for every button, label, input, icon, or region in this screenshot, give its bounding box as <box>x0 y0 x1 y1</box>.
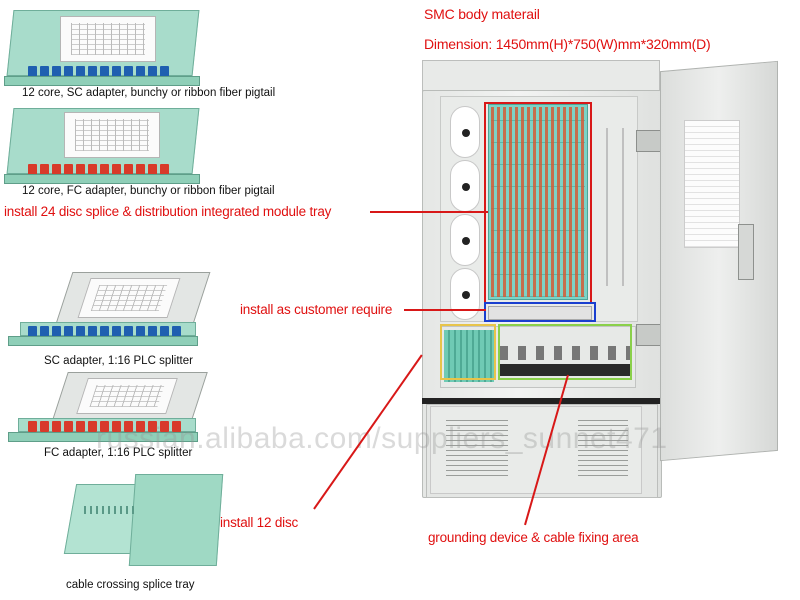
module-tray-callout: install 24 disc splice & distribution in… <box>4 204 332 219</box>
sc-pigtail-caption: 12 core, SC adapter, bunchy or ribbon fi… <box>22 87 276 99</box>
grounding-callout: grounding device & cable fixing area <box>428 530 639 545</box>
twelve-disc-highlight <box>440 324 496 380</box>
customer-callout: install as customer require <box>240 302 393 317</box>
sc-pigtail-tray-image <box>4 6 204 92</box>
module-tray-highlight <box>484 102 592 304</box>
customer-leader-line <box>404 309 486 311</box>
crossing-tray-image <box>62 470 224 578</box>
sc-splitter-caption: SC adapter, 1:16 PLC splitter <box>44 355 193 367</box>
fc-pigtail-tray-image <box>4 104 204 190</box>
grounding-area-highlight <box>498 324 632 380</box>
dimension-label: Dimension: 1450mm(H)*750(W)mm*320mm(D) <box>424 36 711 52</box>
module-tray-stack <box>488 104 588 300</box>
fc-splitter-tray-image <box>6 372 208 448</box>
module-tray-leader-line <box>370 211 488 213</box>
crossing-caption: cable crossing splice tray <box>66 579 195 591</box>
twelve-disc-callout: install 12 disc <box>220 515 299 530</box>
material-label: SMC body materail <box>424 6 540 22</box>
customer-area-highlight <box>484 302 596 322</box>
fc-splitter-caption: FC adapter, 1:16 PLC splitter <box>44 447 193 459</box>
sc-splitter-tray-image <box>6 270 211 354</box>
watermark-text: russian.alibaba.com/suppliers_sunnet471 <box>96 422 668 455</box>
fc-pigtail-caption: 12 core, FC adapter, bunchy or ribbon fi… <box>22 185 275 197</box>
